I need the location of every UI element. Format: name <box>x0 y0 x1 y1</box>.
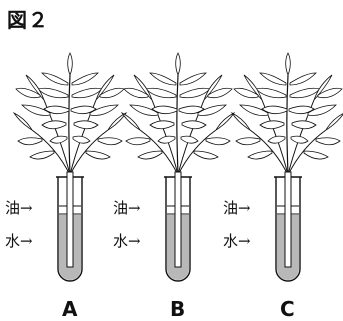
water-label-c: 水→ <box>223 232 251 250</box>
tube-letter-a: A <box>62 297 78 321</box>
tube-group-a: 油→ 水→ A <box>5 53 126 321</box>
plant-b <box>122 53 234 175</box>
tube-letter-b: B <box>170 297 185 321</box>
oil-label-b: 油→ <box>113 199 141 217</box>
test-tube-a <box>56 172 84 281</box>
test-tube-b <box>164 172 192 281</box>
oil-label-a: 油→ <box>5 199 33 217</box>
tube-group-c: 油→ 水→ C <box>223 53 343 321</box>
water-label-a: 水→ <box>5 232 33 250</box>
test-tube-c <box>274 172 302 281</box>
water-label-b: 水→ <box>113 232 141 250</box>
tube-group-b: 油→ 水→ B <box>113 53 234 321</box>
oil-label-c: 油→ <box>223 199 251 217</box>
plant-c <box>232 53 343 175</box>
tube-letter-c: C <box>280 297 295 321</box>
plant-a <box>14 53 126 175</box>
